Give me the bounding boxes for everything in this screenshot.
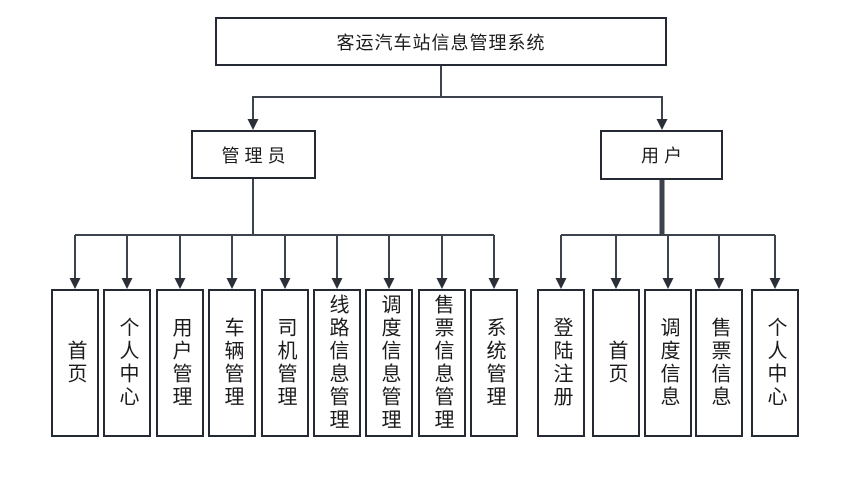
leaf-user-home: 首页 [592,289,640,437]
leaf-label: 调度信息 [657,317,679,409]
leaf-user-personal-center: 个人中心 [751,289,799,437]
leaf-label: 车辆管理 [221,317,243,409]
leaf-label: 登陆注册 [550,317,572,409]
leaf-admin-driver-management: 司机管理 [261,289,309,437]
leaf-label: 系统管理 [483,317,505,409]
leaf-label: 线路信息管理 [326,294,348,432]
leaf-admin-user-management: 用户管理 [156,289,204,437]
leaf-label: 售票信息 [708,317,730,409]
leaf-label: 首页 [605,340,627,386]
branch-node-user-label: 用户 [641,146,687,166]
root-node-label: 客运汽车站信息管理系统 [336,32,546,53]
branch-node-admin-label: 管理员 [221,145,291,166]
leaf-user-login-register: 登陆注册 [537,289,585,437]
leaf-label: 调度信息管理 [378,294,400,432]
leaf-admin-home: 首页 [51,289,99,437]
leaf-user-dispatch-info: 调度信息 [644,289,692,437]
leaf-label: 个人中心 [764,317,786,409]
leaf-label: 个人中心 [116,317,138,409]
leaf-admin-ticket-info-management: 售票信息管理 [418,289,466,437]
leaf-admin-personal-center: 个人中心 [103,289,151,437]
leaf-admin-dispatch-info-management: 调度信息管理 [365,289,413,437]
leaf-label: 售票信息管理 [431,294,453,432]
leaf-user-ticket-info: 售票信息 [695,289,743,437]
leaf-label: 用户管理 [169,317,191,409]
leaf-label: 司机管理 [274,317,296,409]
branch-node-user: 用户 [600,130,723,180]
branch-node-admin: 管理员 [191,130,316,179]
leaf-label: 首页 [64,340,86,386]
leaf-admin-system-management: 系统管理 [470,289,518,437]
leaf-admin-vehicle-management: 车辆管理 [208,289,256,437]
leaf-admin-route-info-management: 线路信息管理 [313,289,361,437]
root-node-system-title: 客运汽车站信息管理系统 [215,17,667,66]
